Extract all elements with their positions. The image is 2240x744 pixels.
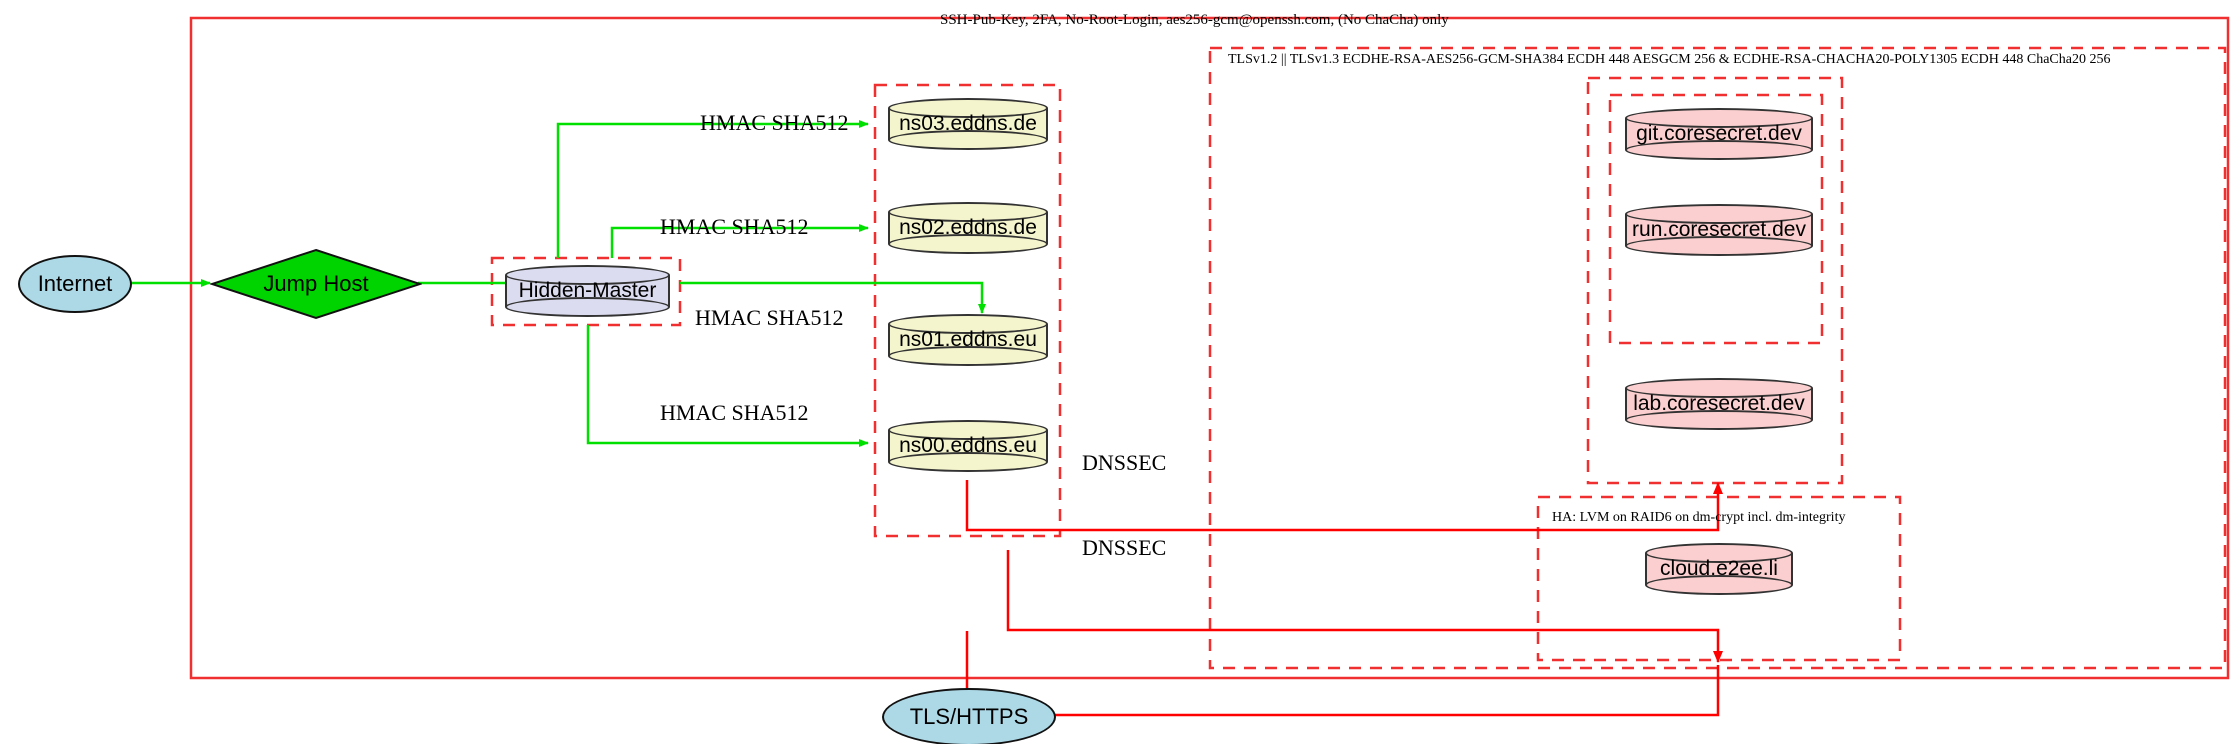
node-jump-host[interactable]: Jump Host bbox=[208, 248, 424, 320]
node-ns00[interactable]: ns00.eddns.eu bbox=[888, 420, 1048, 472]
edge-label-hmac-ns02: HMAC SHA512 bbox=[660, 214, 809, 239]
node-ns02-label: ns02.eddns.de bbox=[899, 216, 1037, 239]
ssh-cluster-label: SSH-Pub-Key, 2FA, No-Root-Login, aes256-… bbox=[940, 12, 1449, 28]
node-ns01[interactable]: ns01.eddns.eu bbox=[888, 314, 1048, 366]
node-lab-coresecret-label: lab.coresecret.dev bbox=[1633, 392, 1805, 415]
node-tls-https[interactable]: TLS/HTTPS bbox=[882, 688, 1056, 744]
node-git-coresecret[interactable]: git.coresecret.dev bbox=[1625, 108, 1813, 160]
edge-label-hmac-ns01: HMAC SHA512 bbox=[695, 305, 844, 330]
edge-label-dnssec-1: DNSSEC bbox=[1082, 450, 1167, 475]
edge-label-dnssec-2: DNSSEC bbox=[1082, 535, 1167, 560]
node-ns01-label: ns01.eddns.eu bbox=[899, 328, 1037, 351]
node-lab-coresecret[interactable]: lab.coresecret.dev bbox=[1625, 378, 1813, 430]
node-tls-https-label: TLS/HTTPS bbox=[909, 704, 1029, 729]
node-cloud-e2ee[interactable]: cloud.e2ee.li bbox=[1645, 543, 1793, 595]
node-internet-label: Internet bbox=[37, 271, 113, 296]
tls-cluster-label: TLSv1.2 || TLSv1.3 ECDHE-RSA-AES256-GCM-… bbox=[1228, 52, 2111, 67]
node-hidden-master-label: Hidden-Master bbox=[518, 279, 657, 302]
ha-cluster-label: HA: LVM on RAID6 on dm-crypt incl. dm-in… bbox=[1552, 510, 1846, 525]
node-jump-host-label: Jump Host bbox=[263, 271, 369, 296]
node-git-coresecret-label: git.coresecret.dev bbox=[1636, 122, 1802, 145]
node-ns03[interactable]: ns03.eddns.de bbox=[888, 98, 1048, 150]
node-ns03-label: ns03.eddns.de bbox=[899, 112, 1037, 135]
node-hidden-master[interactable]: Hidden-Master bbox=[505, 265, 670, 317]
node-ns00-label: ns00.eddns.eu bbox=[899, 434, 1037, 457]
node-ns02[interactable]: ns02.eddns.de bbox=[888, 202, 1048, 254]
node-run-coresecret[interactable]: run.coresecret.dev bbox=[1625, 204, 1813, 256]
edge-label-hmac-ns00: HMAC SHA512 bbox=[660, 400, 809, 425]
node-run-coresecret-label: run.coresecret.dev bbox=[1632, 218, 1806, 241]
node-internet[interactable]: Internet bbox=[18, 255, 132, 313]
node-cloud-e2ee-label: cloud.e2ee.li bbox=[1660, 557, 1778, 580]
edge-label-hmac-ns03: HMAC SHA512 bbox=[700, 110, 849, 135]
